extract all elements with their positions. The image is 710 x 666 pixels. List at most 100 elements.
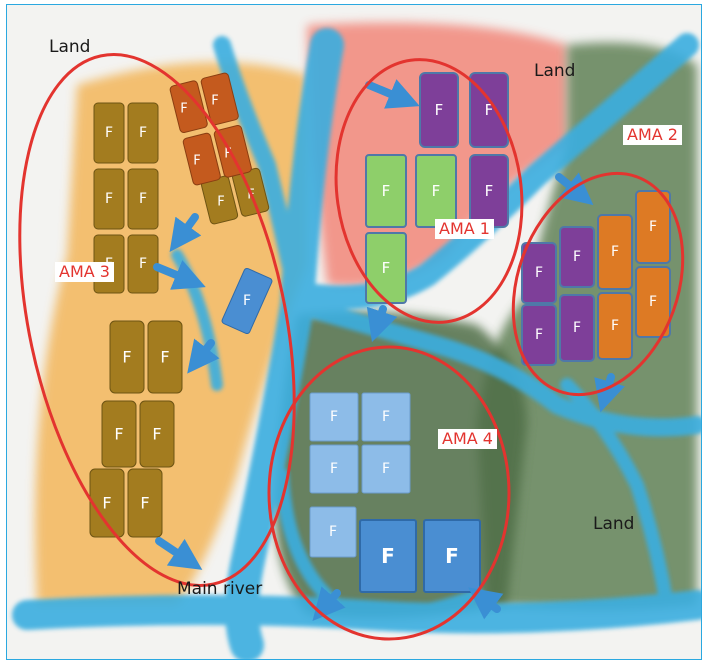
farm-box — [109, 320, 145, 394]
farms-ama2 — [521, 190, 671, 366]
farm-letter: F — [180, 102, 187, 117]
farm-letter: F — [435, 101, 444, 119]
farm-box — [423, 519, 481, 593]
farm-box — [359, 519, 417, 593]
flow-arrow — [312, 586, 346, 622]
farms-rust — [169, 72, 252, 186]
farm-letter: F — [611, 318, 619, 334]
farm-box — [521, 242, 557, 304]
farm-box — [93, 168, 125, 230]
ama4-label: AMA 4 — [438, 429, 497, 449]
farm-letter: F — [114, 425, 123, 444]
farm-letter: F — [160, 348, 169, 367]
farm-box — [200, 72, 239, 126]
farm-letter: F — [122, 348, 131, 367]
farm-letter: F — [649, 294, 657, 310]
farm-letter: F — [139, 191, 147, 207]
ama1-label: AMA 1 — [435, 219, 494, 239]
farm-box — [169, 80, 208, 134]
ama3-outline — [18, 53, 296, 587]
farm-letter: F — [224, 147, 231, 162]
farm-letter: F — [381, 544, 395, 568]
tributary-west — [213, 36, 306, 304]
farm-box — [559, 294, 595, 362]
farm-box — [597, 214, 633, 290]
farm-letter: F — [330, 409, 338, 425]
flow-arrows — [153, 79, 625, 622]
farm-letter: F — [243, 293, 251, 309]
farm-letter: F — [445, 544, 459, 568]
farm-letter: F — [382, 461, 390, 477]
tributary-mid — [288, 296, 701, 437]
flow-arrow — [366, 305, 398, 343]
farm-box — [309, 444, 359, 494]
land-label-bottom-right: Land — [593, 514, 635, 534]
farm-box — [635, 266, 671, 338]
farm-letter: F — [382, 409, 390, 425]
flow-arrow — [169, 213, 202, 252]
farm-letter: F — [485, 101, 494, 119]
farm-letter: F — [105, 125, 113, 141]
farm-box — [127, 168, 159, 230]
farm-box — [309, 392, 359, 442]
ama2-outline — [511, 171, 685, 397]
flow-arrow — [153, 260, 206, 290]
flow-arrow — [365, 79, 420, 109]
farm-box — [127, 468, 163, 538]
land-label-top-left: Land — [49, 37, 91, 57]
tributary-lower — [560, 378, 674, 612]
farm-box — [559, 226, 595, 288]
flow-arrow — [468, 587, 504, 620]
ama2-label: AMA 2 — [623, 125, 682, 145]
farm-box — [147, 320, 183, 394]
farm-box — [597, 292, 633, 360]
farm-box — [127, 102, 159, 164]
farm-letter: F — [535, 265, 543, 281]
farm-letter: F — [535, 327, 543, 343]
farms-ama1 — [365, 72, 509, 304]
farm-box — [521, 304, 557, 366]
farm-box — [361, 444, 411, 494]
main-river-channel — [225, 28, 344, 659]
ama-outlines — [18, 53, 685, 641]
farm-box — [309, 506, 357, 558]
farm-letter: F — [193, 154, 200, 169]
farm-box — [182, 132, 221, 186]
farm-letter: F — [649, 219, 657, 235]
farm-box — [89, 468, 125, 538]
river-outflow — [12, 590, 701, 634]
farm-letter: F — [139, 125, 147, 141]
farm-letter: F — [432, 182, 441, 200]
farm-box — [469, 72, 509, 148]
ama3-label: AMA 3 — [55, 262, 114, 282]
farm-box — [635, 190, 671, 264]
farm-letter: F — [573, 249, 581, 265]
farm-letter: F — [217, 195, 224, 210]
farm-letter: F — [611, 244, 619, 260]
farm-box — [221, 267, 273, 335]
farm-letter: F — [105, 191, 113, 207]
farm-letter: F — [152, 425, 161, 444]
farm-letter: F — [382, 259, 391, 277]
farm-box — [419, 72, 459, 148]
farm-box — [365, 232, 407, 304]
farm-box — [361, 392, 411, 442]
farm-letter: F — [485, 182, 494, 200]
farm-letter: F — [140, 494, 149, 513]
farm-letter: F — [139, 256, 147, 272]
farm-letter: F — [329, 524, 337, 540]
diagram-frame: F F F F F F F F F F F F F F F F F F F F … — [6, 4, 702, 660]
farm-letters: F F F F F F F F F F F F F F F F F F F F … — [102, 94, 657, 569]
farm-letter: F — [573, 320, 581, 336]
ama4-outline — [267, 345, 511, 641]
main-river-label: Main river — [177, 579, 263, 599]
river-catchment-map: F F F F F F F F F F F F F F F F F F F F … — [12, 22, 701, 659]
flow-arrow — [187, 338, 220, 374]
land-label-top-right: Land — [534, 61, 576, 81]
farm-letter: F — [211, 94, 218, 109]
farm-letter: F — [102, 494, 111, 513]
farm-letter: F — [382, 182, 391, 200]
flow-arrow — [155, 537, 203, 570]
farm-box — [93, 102, 125, 164]
farm-box — [139, 400, 175, 468]
